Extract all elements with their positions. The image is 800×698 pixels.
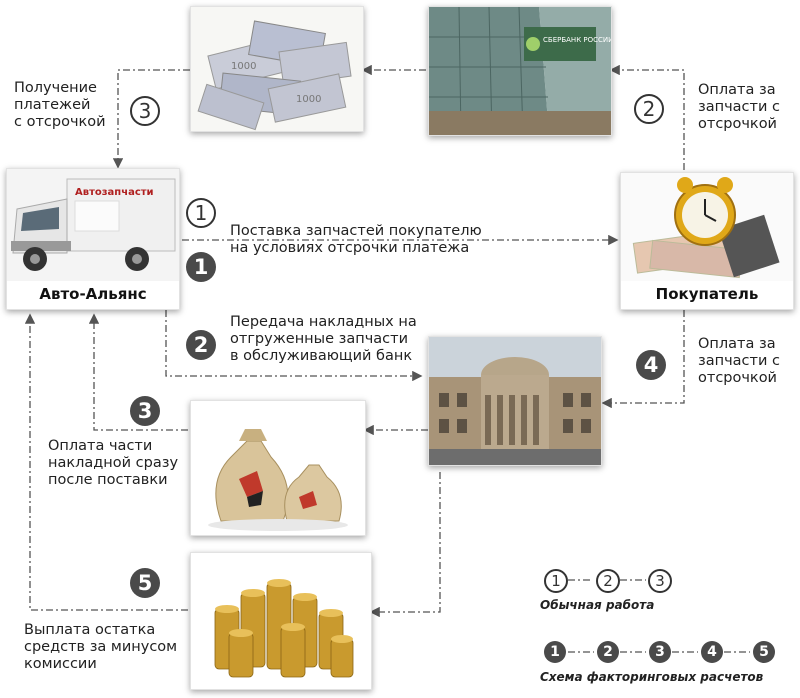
step-1-factoring-badge: 1 bbox=[186, 252, 216, 282]
buyer-caption: Покупатель bbox=[655, 285, 759, 303]
legend-factoring-title: Схема факторинговых расчетов bbox=[540, 670, 764, 684]
legend-factoring-step-3: 3 bbox=[649, 641, 671, 663]
arrow-buyer-to-bank bbox=[601, 310, 685, 409]
label-line: Оплата за bbox=[698, 82, 776, 98]
label-line: отсрочкой bbox=[698, 116, 777, 132]
truck-sign: Автозапчасти bbox=[75, 187, 154, 198]
money-image: 1000 1000 bbox=[191, 7, 363, 131]
label-line: в обслуживающий банк bbox=[230, 348, 413, 364]
step-5-factoring-badge: 5 bbox=[130, 568, 160, 598]
sberbank-building-image: СБЕРБАНК РОССИИ bbox=[429, 7, 611, 135]
step-3-factoring-badge: 3 bbox=[130, 396, 160, 426]
label-line: накладной сразу bbox=[48, 455, 179, 471]
step-2-normal-badge: 2 bbox=[634, 94, 664, 124]
arrow-buyer-to-sberbank bbox=[609, 64, 685, 170]
label-line: комиссии bbox=[24, 656, 97, 672]
label-receive-payments: Получение платежей с отсрочкой bbox=[14, 80, 106, 131]
label-line: Передача накладных на bbox=[230, 314, 417, 330]
label-line: запчасти с bbox=[698, 353, 780, 369]
label-pay-rest: Выплата остатка средств за минусом комис… bbox=[24, 622, 177, 673]
truck-image: Автозапчасти bbox=[7, 169, 179, 281]
label-line: запчасти с bbox=[698, 99, 780, 115]
legend-normal-step-3: 3 bbox=[648, 569, 672, 593]
arrow-money-to-company bbox=[112, 69, 190, 169]
buyer-clock-image bbox=[621, 173, 793, 281]
legend-normal-step-2: 2 bbox=[596, 569, 620, 593]
arrow-invoices bbox=[165, 310, 423, 382]
label-line: средств за минусом bbox=[24, 639, 178, 655]
label-line: Оплата части bbox=[48, 438, 153, 454]
label-pay-parts-bottom: Оплата за запчасти с отсрочкой bbox=[698, 336, 780, 387]
label-line: Поставка запчастей покупателю bbox=[230, 223, 482, 239]
label-pay-part: Оплата части накладной сразу после поста… bbox=[48, 438, 178, 489]
label-supply: Поставка запчастей покупателю на условия… bbox=[230, 223, 482, 257]
money-card: 1000 1000 bbox=[190, 6, 364, 132]
label-line: Выплата остатка bbox=[24, 622, 156, 638]
step-4-factoring-badge: 4 bbox=[636, 350, 666, 380]
label-transfer-invoices: Передача накладных на отгруженные запчас… bbox=[230, 314, 417, 365]
money-bags-image bbox=[191, 401, 365, 535]
legend-factoring-step-5: 5 bbox=[753, 641, 775, 663]
svg-text:1000: 1000 bbox=[296, 94, 321, 105]
legend-normal-step-1: 1 bbox=[544, 569, 568, 593]
buyer-card: Покупатель bbox=[620, 172, 794, 310]
bank-card bbox=[428, 336, 602, 466]
legend-factoring-step-4: 4 bbox=[701, 641, 723, 663]
legend-normal-title: Обычная работа bbox=[540, 598, 655, 612]
label-line: с отсрочкой bbox=[14, 114, 106, 130]
step-1-normal-badge: 1 bbox=[186, 198, 216, 228]
sberbank-card: СБЕРБАНК РОССИИ bbox=[428, 6, 612, 136]
label-line: Оплата за bbox=[698, 336, 776, 352]
sberbank-sign: СБЕРБАНК РОССИИ bbox=[543, 36, 611, 44]
arrow-bags-to-company bbox=[88, 313, 188, 431]
label-line: платежей bbox=[14, 97, 91, 113]
arrow-bank-to-coins bbox=[369, 472, 441, 618]
money-bags-card bbox=[190, 400, 366, 536]
coins-card bbox=[190, 552, 372, 690]
company-card: Автозапчасти Авто-Альянс bbox=[6, 168, 180, 310]
step-2-factoring-badge: 2 bbox=[186, 330, 216, 360]
company-caption: Авто-Альянс bbox=[39, 285, 147, 303]
step-3-normal-badge: 3 bbox=[130, 96, 160, 126]
label-line: Получение bbox=[14, 80, 97, 96]
coins-image bbox=[191, 553, 371, 689]
label-line: отгруженные запчасти bbox=[230, 331, 409, 347]
label-line: после поставки bbox=[48, 472, 168, 488]
label-pay-parts-top: Оплата за запчасти с отсрочкой bbox=[698, 82, 780, 133]
label-line: отсрочкой bbox=[698, 370, 777, 386]
legend-factoring-step-2: 2 bbox=[597, 641, 619, 663]
svg-text:1000: 1000 bbox=[231, 61, 256, 72]
legend-factoring-step-1: 1 bbox=[544, 641, 566, 663]
label-line: на условиях отсрочки платежа bbox=[230, 240, 470, 256]
bank-building-image bbox=[429, 337, 601, 465]
